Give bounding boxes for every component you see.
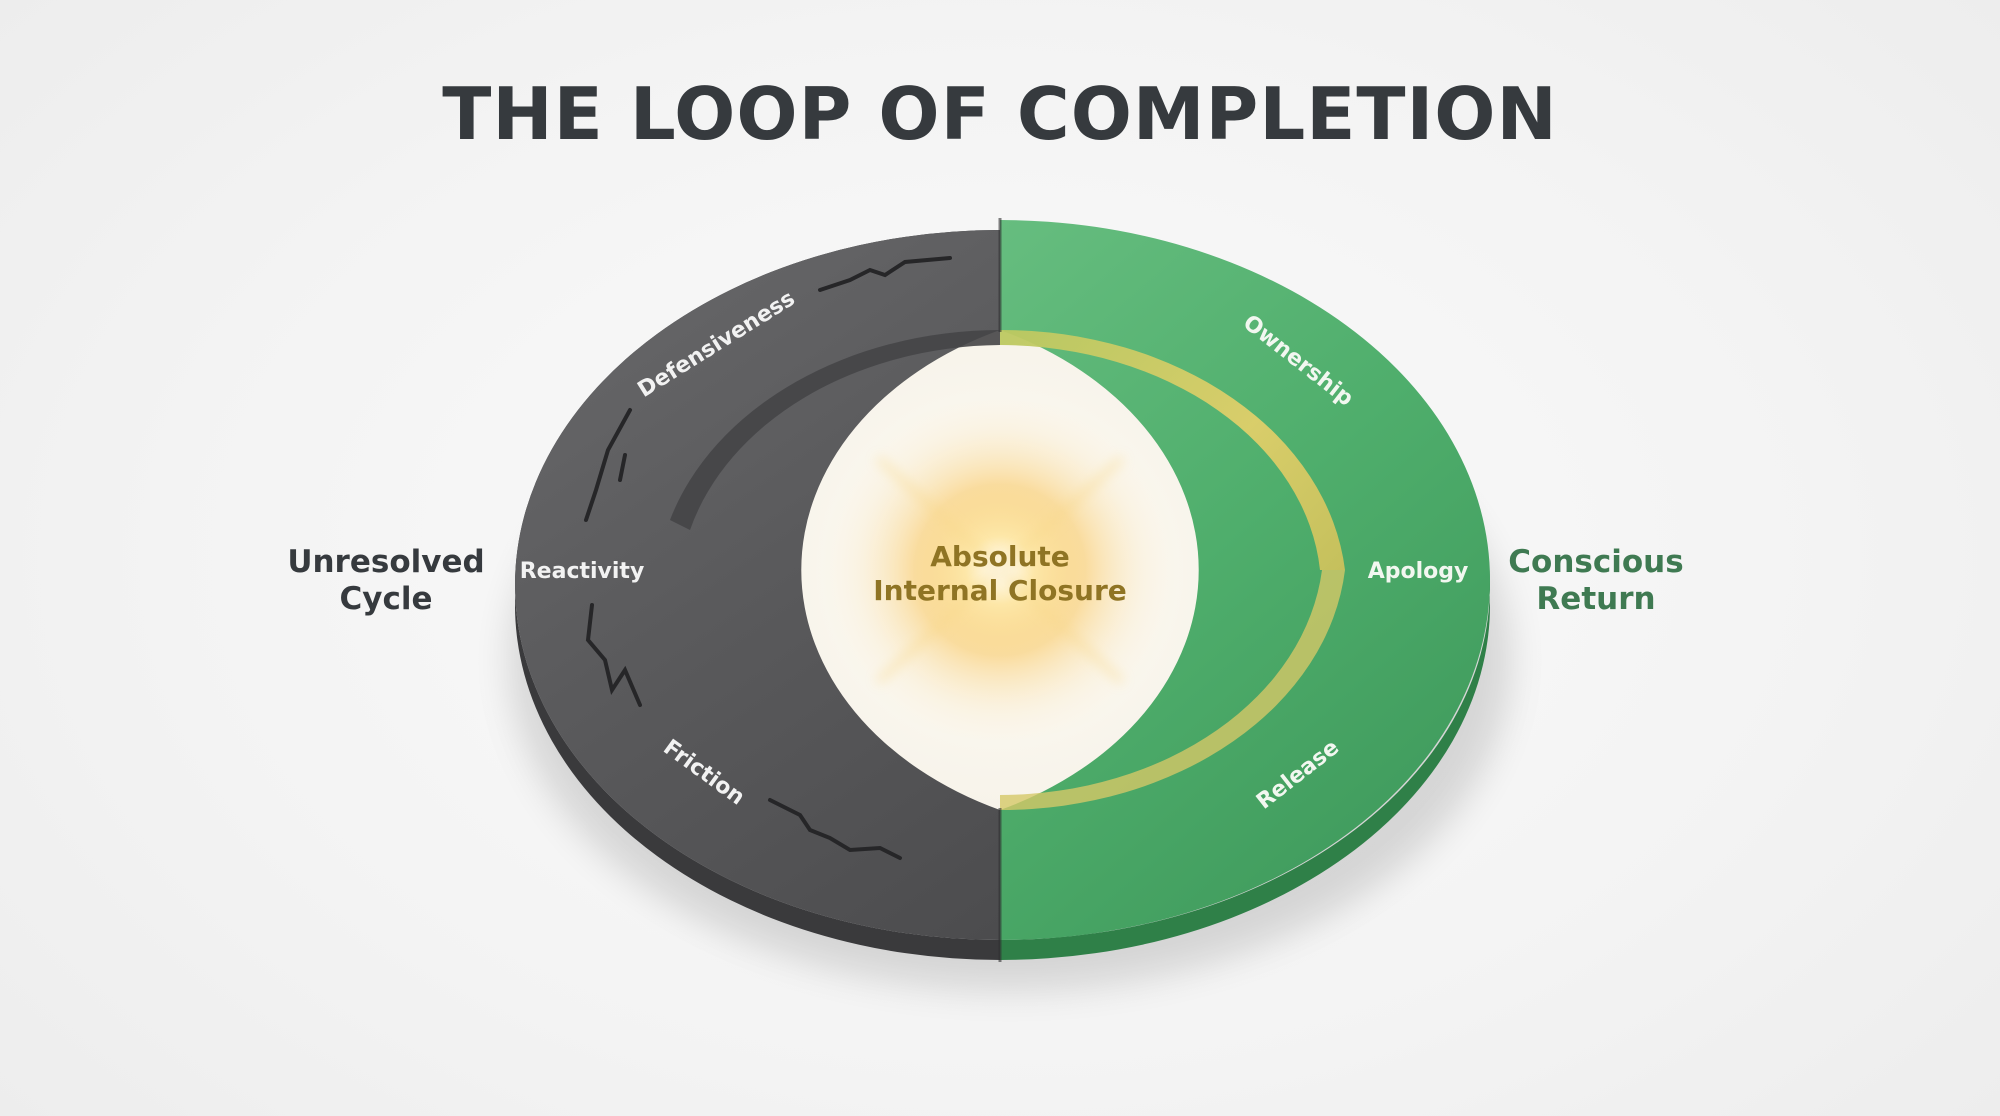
glow-rays	[877, 457, 1123, 683]
absolute-closure-label: Absolute Internal Closure	[873, 540, 1127, 607]
diagram-title: THE LOOP OF COMPLETION	[442, 72, 1558, 156]
unresolved-cycle-label: Unresolved Cycle	[287, 544, 485, 617]
stage-label-reactivity: Reactivity	[520, 559, 645, 584]
dark-arc	[515, 230, 1000, 940]
green-arc-inner-wall	[1000, 329, 1345, 570]
stage-label-apology: Apology	[1368, 559, 1469, 584]
dark-arc-cracks	[584, 256, 952, 860]
green-arc	[1000, 220, 1490, 940]
conscious-return-label: Conscious Return	[1508, 544, 1684, 617]
